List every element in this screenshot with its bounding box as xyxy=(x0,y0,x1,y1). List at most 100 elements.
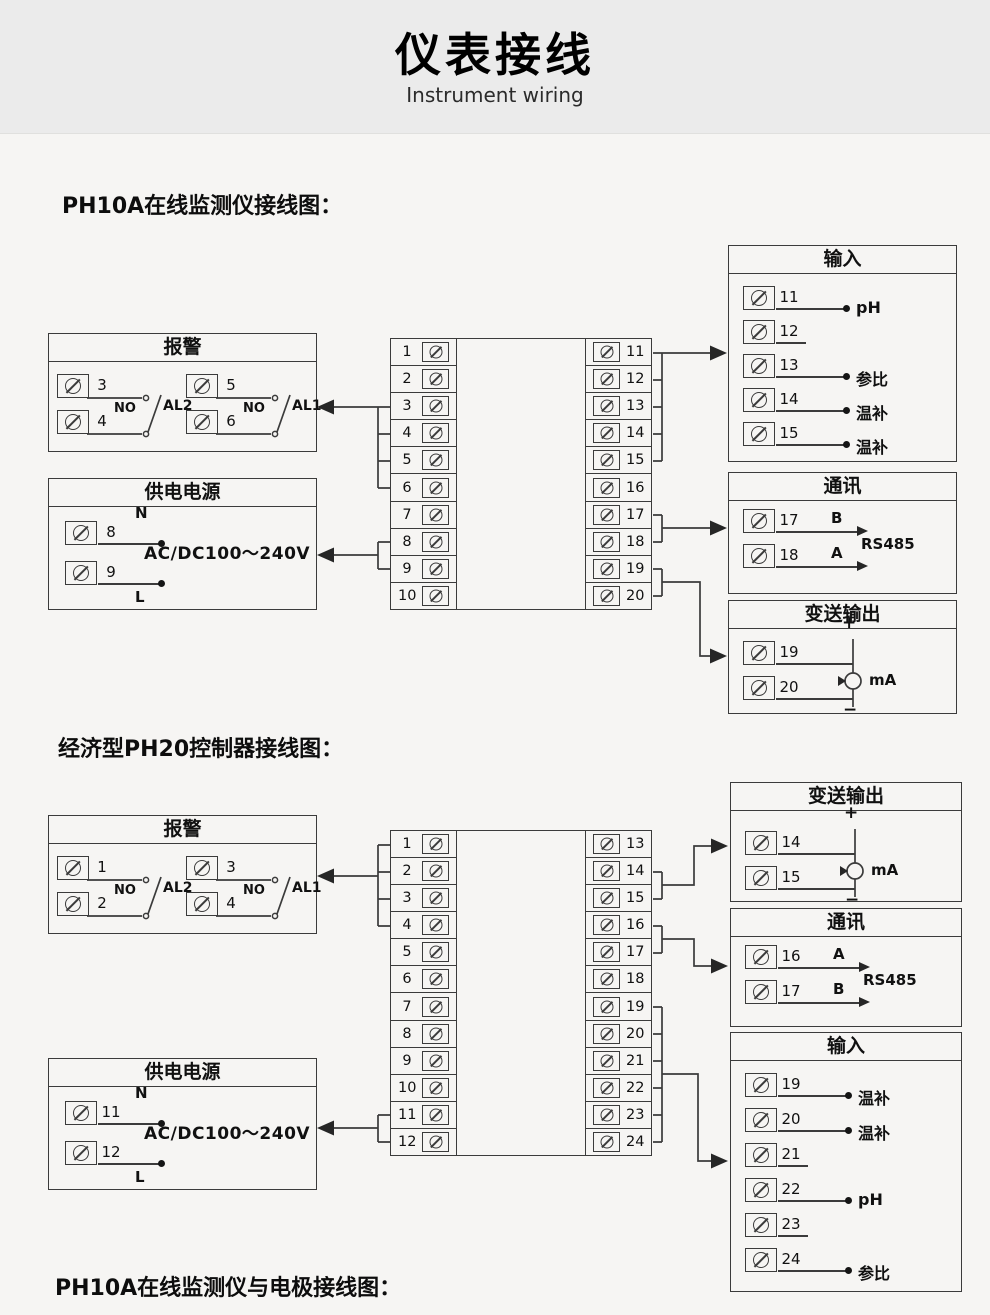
d1-output-box: 变送输出 19 20 + − mA xyxy=(728,600,957,720)
terminal-number: 20 xyxy=(779,678,799,696)
terminal-screw-icon xyxy=(422,1104,449,1125)
terminal-number: 17 xyxy=(626,944,645,961)
d2-alarm-connection xyxy=(317,844,390,927)
terminal-line xyxy=(778,1165,808,1167)
wire xyxy=(805,663,853,665)
polarity-minus: − xyxy=(843,700,858,720)
terminal-cell: 15 xyxy=(586,447,651,475)
terminal-cell: 20 xyxy=(586,1021,651,1048)
terminal-cell: 20 xyxy=(586,583,651,609)
terminal-cell: 22 xyxy=(586,1075,651,1102)
terminal-screw-icon xyxy=(745,1143,777,1167)
wire-dot xyxy=(845,1092,852,1099)
terminal-screw-icon xyxy=(745,1073,777,1097)
live-label: L xyxy=(135,588,145,606)
d2-terminal-column-left: 1 2 3 4 5 6 7 8 9 10 11 12 xyxy=(391,831,457,1155)
terminal-cell: 13 xyxy=(586,393,651,421)
terminal-number: 14 xyxy=(626,863,645,880)
terminal-number: 1 xyxy=(402,344,412,361)
d1-terminal-column-right: 11 12 13 14 15 16 17 18 19 20 xyxy=(585,339,651,609)
terminal-cell: 6 xyxy=(391,966,456,994)
terminal-cell: 3 xyxy=(391,393,456,421)
terminal-screw-icon xyxy=(593,861,620,882)
terminal-cell: 5 xyxy=(391,447,456,475)
terminal-screw-icon xyxy=(422,531,449,552)
wire-dot xyxy=(158,1120,165,1127)
terminal-screw-icon xyxy=(593,834,620,855)
d1-comm-title: 通讯 xyxy=(729,473,956,501)
terminal-number: 6 xyxy=(402,479,412,496)
terminal-number: 6 xyxy=(402,971,412,988)
terminal-screw-icon xyxy=(593,396,620,417)
d2-alarm-group-al2: 1 2 NO AL2 xyxy=(57,856,193,922)
terminal-number: 8 xyxy=(106,523,116,541)
terminal-number: 10 xyxy=(398,1079,417,1096)
terminal-number: 22 xyxy=(626,1079,645,1096)
wire xyxy=(805,376,847,378)
terminal-number: 4 xyxy=(402,425,412,442)
terminal-row: 3 xyxy=(186,856,246,880)
terminal-cell: 7 xyxy=(391,993,456,1021)
arrow-right-icon xyxy=(859,962,870,972)
protocol-label: RS485 xyxy=(863,971,917,989)
d2-power-title: 供电电源 xyxy=(49,1059,316,1087)
terminal-number: 15 xyxy=(779,424,799,442)
terminal-cell: 16 xyxy=(586,912,651,940)
terminal-screw-icon xyxy=(593,585,620,606)
terminal-number: 14 xyxy=(779,390,799,408)
unit-label: mA xyxy=(871,861,899,879)
terminal-number: 18 xyxy=(626,971,645,988)
terminal-number: 3 xyxy=(97,376,107,394)
terminal-number: 8 xyxy=(402,533,412,550)
terminal-cell: 21 xyxy=(586,1048,651,1075)
terminal-number: 5 xyxy=(226,376,236,394)
terminal-line xyxy=(98,1163,128,1165)
d2-power-connection xyxy=(317,1114,390,1143)
page-title: 仪表接线 xyxy=(395,28,595,82)
wire-dot xyxy=(158,1160,165,1167)
terminal-row: 2 xyxy=(57,892,117,916)
d1-input-connection xyxy=(653,345,727,462)
voltage-label: AC/DC100～240V xyxy=(144,1124,311,1144)
terminal-cell: 18 xyxy=(586,529,651,556)
terminal-row: 1 xyxy=(57,856,117,880)
terminal-number: 11 xyxy=(398,1106,417,1123)
polarity-plus: + xyxy=(844,803,859,823)
terminal-line xyxy=(776,342,806,344)
terminal-screw-icon xyxy=(745,945,777,969)
arrow-right-icon xyxy=(857,561,868,571)
terminal-screw-icon xyxy=(593,1131,620,1152)
terminal-screw-icon xyxy=(745,1213,777,1237)
terminal-number: 19 xyxy=(626,998,645,1015)
voltage-label: AC/DC100～240V xyxy=(144,544,311,564)
terminal-screw-icon xyxy=(57,856,89,880)
no-contact-graphic xyxy=(87,394,162,438)
terminal-line xyxy=(778,888,808,890)
terminal-number: 7 xyxy=(402,506,412,523)
terminal-cell: 13 xyxy=(586,831,651,859)
terminal-line xyxy=(776,698,806,700)
signal-label: pH xyxy=(856,298,881,317)
terminal-number: 15 xyxy=(626,890,645,907)
terminal-line xyxy=(778,853,808,855)
terminal-row: 4 xyxy=(186,892,246,916)
d2-alarm-box: 报警 1 2 NO AL2 xyxy=(48,815,322,934)
terminal-number: 23 xyxy=(781,1215,801,1233)
terminal-screw-icon xyxy=(745,1178,777,1202)
wire xyxy=(127,543,161,545)
terminal-cell: 14 xyxy=(586,858,651,886)
d2-comm-title: 通讯 xyxy=(731,909,961,937)
terminal-screw-icon xyxy=(422,342,449,363)
current-loop-symbol xyxy=(840,829,864,897)
terminal-number: 4 xyxy=(226,894,236,912)
terminal-number: 2 xyxy=(402,371,412,388)
terminal-number: 1 xyxy=(402,836,412,853)
wire xyxy=(805,566,857,568)
wire xyxy=(127,583,161,585)
terminal-screw-icon xyxy=(422,915,449,936)
terminal-line xyxy=(778,1200,808,1202)
terminal-screw-icon xyxy=(186,410,218,434)
terminal-number: 18 xyxy=(626,533,645,550)
terminal-number: 10 xyxy=(398,587,417,604)
